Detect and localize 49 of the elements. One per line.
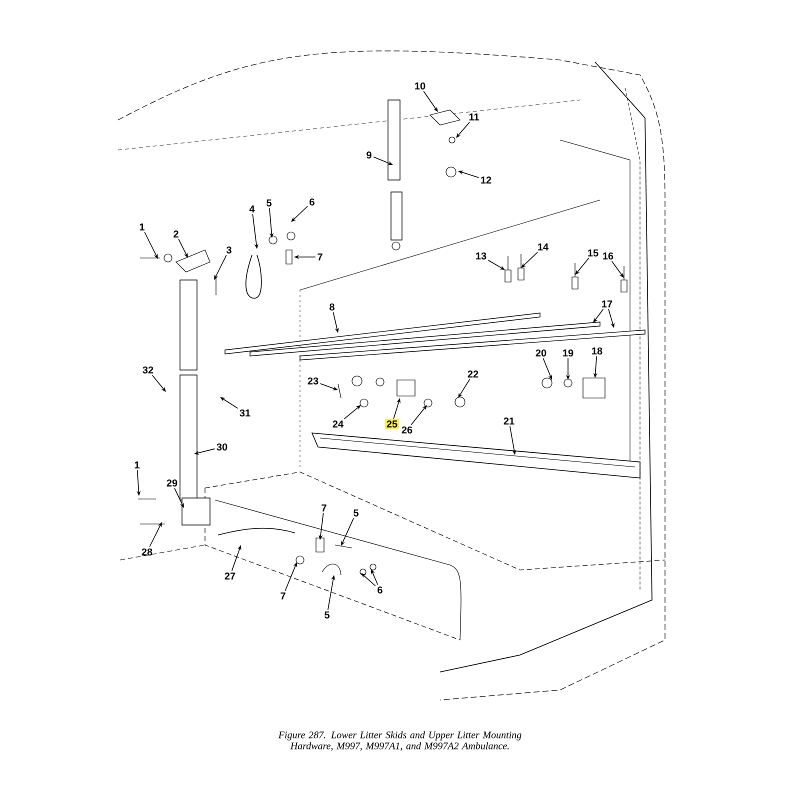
leader-line <box>291 206 308 222</box>
callout-number: 12 <box>481 176 492 184</box>
callout-number: 9 <box>366 151 372 159</box>
callout-number: 2 <box>174 230 178 238</box>
callout-number: 20 <box>536 349 546 357</box>
callout-number: 5 <box>266 200 272 206</box>
callout-number: 22 <box>468 370 478 378</box>
callout-number: 5 <box>354 510 358 516</box>
callout-number: 1 <box>140 224 144 230</box>
callout-number: 30 <box>216 443 228 451</box>
callout-number: 8 <box>330 303 334 311</box>
leader-line <box>152 374 166 392</box>
callout-number: 27 <box>224 572 236 580</box>
callout-number: 6 <box>310 198 314 206</box>
callout-number: 3 <box>226 246 232 254</box>
callout-number: 29 <box>166 479 178 487</box>
leader-line <box>521 252 538 268</box>
callout-number: 17 <box>602 300 612 308</box>
leader-line <box>361 573 376 586</box>
callout-number: 10 <box>415 82 426 90</box>
callout-number: 16 <box>603 252 614 260</box>
callout-number: 23 <box>308 377 318 385</box>
callout-number: 7 <box>280 592 286 600</box>
leader-line <box>593 308 604 323</box>
callout-number: 32 <box>142 366 154 374</box>
callout-number: 6 <box>378 586 382 594</box>
callout-number: 4 <box>249 206 255 212</box>
callout-number: 11 <box>469 114 480 120</box>
callout-number: 21 <box>504 418 514 424</box>
leader-line <box>456 122 470 138</box>
callout-number: 19 <box>563 349 574 357</box>
callout-number: 13 <box>476 252 486 260</box>
callout-number: 26 <box>402 426 412 434</box>
callout-number: 5 <box>324 612 330 618</box>
callout-number: 15 <box>588 250 598 256</box>
callout-number: 18 <box>592 347 602 355</box>
callout-number: 7 <box>322 504 326 512</box>
callout-number: 14 <box>538 244 548 250</box>
callout-number: 31 <box>240 409 250 417</box>
leader-line <box>410 405 427 426</box>
leader-line <box>575 258 590 275</box>
leader-line <box>611 260 624 278</box>
callout-number: 28 <box>142 548 152 556</box>
callout-number: 25 <box>384 418 400 430</box>
callout-number: 24 <box>332 420 344 428</box>
leader-line <box>344 405 361 420</box>
figure-caption: Figure 287. Lower Litter Skids and Upper Litter Mounting Hardware, M997, M997A1, and M997A2 Ambulance. <box>278 731 522 751</box>
callout-number: 7 <box>318 254 322 260</box>
callout-number: 1 <box>134 462 140 468</box>
